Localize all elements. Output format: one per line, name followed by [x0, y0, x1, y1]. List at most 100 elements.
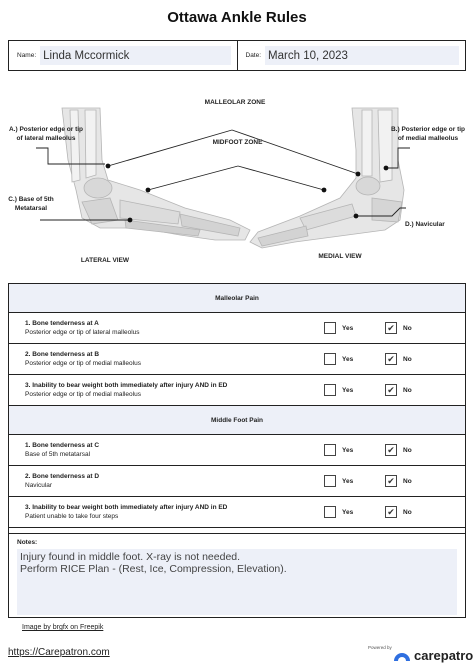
- zone-lines: [36, 129, 410, 221]
- foot-illustration: [36, 107, 410, 249]
- no-option: ✔ No: [385, 322, 412, 334]
- ankle-diagram: MALLEOLAR ZONE MIDFOOT ZONE A.) Posterio…: [0, 90, 474, 275]
- yes-checkbox[interactable]: [324, 384, 336, 396]
- checkmark-icon: ✔: [387, 444, 395, 455]
- no-option: ✔ No: [385, 353, 412, 365]
- carepatron-brand[interactable]: carepatron: [392, 647, 474, 663]
- notes-field[interactable]: Injury found in middle foot. X-ray is no…: [17, 549, 457, 615]
- notes-line-2: Perform RICE Plan - (Rest, Ice, Compress…: [20, 563, 287, 575]
- no-label: No: [403, 477, 412, 485]
- label-a: A.) Posterior edge or tip of lateral mal…: [8, 126, 84, 142]
- checkmark-icon: ✔: [387, 475, 395, 486]
- no-label: No: [403, 508, 412, 516]
- no-checkbox[interactable]: ✔: [385, 475, 397, 487]
- name-field[interactable]: Linda Mccormick: [40, 46, 231, 65]
- checkmark-icon: ✔: [387, 322, 395, 333]
- yes-checkbox[interactable]: [324, 353, 336, 365]
- question-title: 1. Bone tenderness at A: [25, 320, 99, 327]
- question-detail: Navicular: [25, 482, 53, 489]
- checkmark-icon: ✔: [387, 353, 395, 364]
- question-detail: Patient unable to take four steps: [25, 513, 119, 520]
- yes-label: Yes: [342, 477, 354, 485]
- question-detail: Posterior edge or tip of lateral malleol…: [25, 329, 140, 336]
- yes-option: Yes: [324, 384, 353, 396]
- question: 3. Inability to bear weight both immedia…: [25, 382, 465, 398]
- yes-checkbox[interactable]: [324, 444, 336, 456]
- label-c: C.) Base of 5th Metatarsal: [8, 196, 54, 212]
- question: 1. Bone tenderness at C Base of 5th meta…: [25, 442, 465, 458]
- question-title: 2. Bone tenderness at D: [25, 473, 100, 480]
- lateral-foot-image: [61, 107, 251, 241]
- powered-by-label: Powered by: [368, 645, 392, 650]
- no-checkbox[interactable]: ✔: [385, 444, 397, 456]
- question: 3. Inability to bear weight both immedia…: [25, 504, 465, 520]
- yes-option: Yes: [324, 322, 353, 334]
- checklist-row: 2. Bone tenderness at D Navicular Yes ✔ …: [9, 466, 465, 497]
- notes-section: Notes: Injury found in middle foot. X-ra…: [8, 534, 466, 618]
- question-title: 1. Bone tenderness at C: [25, 442, 100, 449]
- patient-info: Name: Linda Mccormick Date: March 10, 20…: [8, 40, 466, 71]
- no-checkbox[interactable]: ✔: [385, 353, 397, 365]
- notes-label: Notes:: [17, 539, 38, 546]
- question-detail: Posterior edge or tip of medial malleolu…: [25, 360, 141, 367]
- no-checkbox[interactable]: ✔: [385, 384, 397, 396]
- checklist-row: 1. Bone tenderness at C Base of 5th meta…: [9, 435, 465, 466]
- checklist-row: 3. Inability to bear weight both immedia…: [9, 497, 465, 528]
- date-field[interactable]: March 10, 2023: [265, 46, 459, 65]
- no-label: No: [403, 446, 412, 454]
- page-title: Ottawa Ankle Rules: [167, 9, 307, 26]
- no-label: No: [403, 355, 412, 363]
- name-cell: Name: Linda Mccormick: [9, 41, 237, 70]
- section-malleolar-pain: Malleolar Pain: [9, 284, 465, 313]
- no-checkbox[interactable]: ✔: [385, 506, 397, 518]
- yes-checkbox[interactable]: [324, 475, 336, 487]
- no-label: No: [403, 386, 412, 394]
- question-detail: Base of 5th metatarsal: [25, 451, 91, 458]
- yes-option: Yes: [324, 475, 353, 487]
- yes-option: Yes: [324, 353, 353, 365]
- question-title: 2. Bone tenderness at B: [25, 351, 100, 358]
- checklist-row: 2. Bone tenderness at B Posterior edge o…: [9, 344, 465, 375]
- question-title: 3. Inability to bear weight both immedia…: [25, 382, 228, 389]
- medial-view-label: MEDIAL VIEW: [318, 253, 362, 260]
- no-option: ✔ No: [385, 475, 412, 487]
- no-label: No: [403, 324, 412, 332]
- yes-label: Yes: [342, 355, 354, 363]
- section-middle-foot-pain: Middle Foot Pain: [9, 406, 465, 435]
- date-label: Date:: [245, 52, 262, 59]
- question: 1. Bone tenderness at A Posterior edge o…: [25, 320, 465, 336]
- yes-checkbox[interactable]: [324, 506, 336, 518]
- image-credit-link[interactable]: Image by brgfx on Freepik: [22, 624, 104, 631]
- date-cell: Date: March 10, 2023: [236, 41, 466, 70]
- no-option: ✔ No: [385, 444, 412, 456]
- notes-line-1: Injury found in middle foot. X-ray is no…: [20, 551, 241, 563]
- yes-label: Yes: [342, 386, 354, 394]
- yes-option: Yes: [324, 506, 353, 518]
- carepatron-logo-icon: [394, 653, 410, 661]
- yes-label: Yes: [342, 446, 354, 454]
- checklist-row: 3. Inability to bear weight both immedia…: [9, 375, 465, 406]
- landmark-dots: [105, 163, 389, 223]
- label-d: D.) Navicular: [405, 221, 445, 228]
- yes-checkbox[interactable]: [324, 322, 336, 334]
- medial-foot-image: [249, 107, 405, 249]
- brand-name: carepatron: [414, 647, 474, 663]
- yes-label: Yes: [342, 324, 354, 332]
- checklist-row: 1. Bone tenderness at A Posterior edge o…: [9, 313, 465, 344]
- question: 2. Bone tenderness at B Posterior edge o…: [25, 351, 465, 367]
- question-title: 3. Inability to bear weight both immedia…: [25, 504, 228, 511]
- malleolar-zone-label: MALLEOLAR ZONE: [204, 99, 266, 106]
- no-option: ✔ No: [385, 384, 412, 396]
- checkmark-icon: ✔: [387, 384, 395, 395]
- question-detail: Posterior edge or tip of medial malleolu…: [25, 391, 141, 398]
- question: 2. Bone tenderness at D Navicular: [25, 473, 465, 489]
- no-option: ✔ No: [385, 506, 412, 518]
- yes-label: Yes: [342, 508, 354, 516]
- rules-checklist: Malleolar Pain 1. Bone tenderness at A P…: [8, 283, 466, 534]
- name-label: Name:: [17, 52, 37, 59]
- checkmark-icon: ✔: [387, 506, 395, 517]
- yes-option: Yes: [324, 444, 353, 456]
- lateral-view-label: LATERAL VIEW: [80, 257, 130, 264]
- no-checkbox[interactable]: ✔: [385, 322, 397, 334]
- carepatron-url-link[interactable]: https://Carepatron.com: [8, 647, 110, 658]
